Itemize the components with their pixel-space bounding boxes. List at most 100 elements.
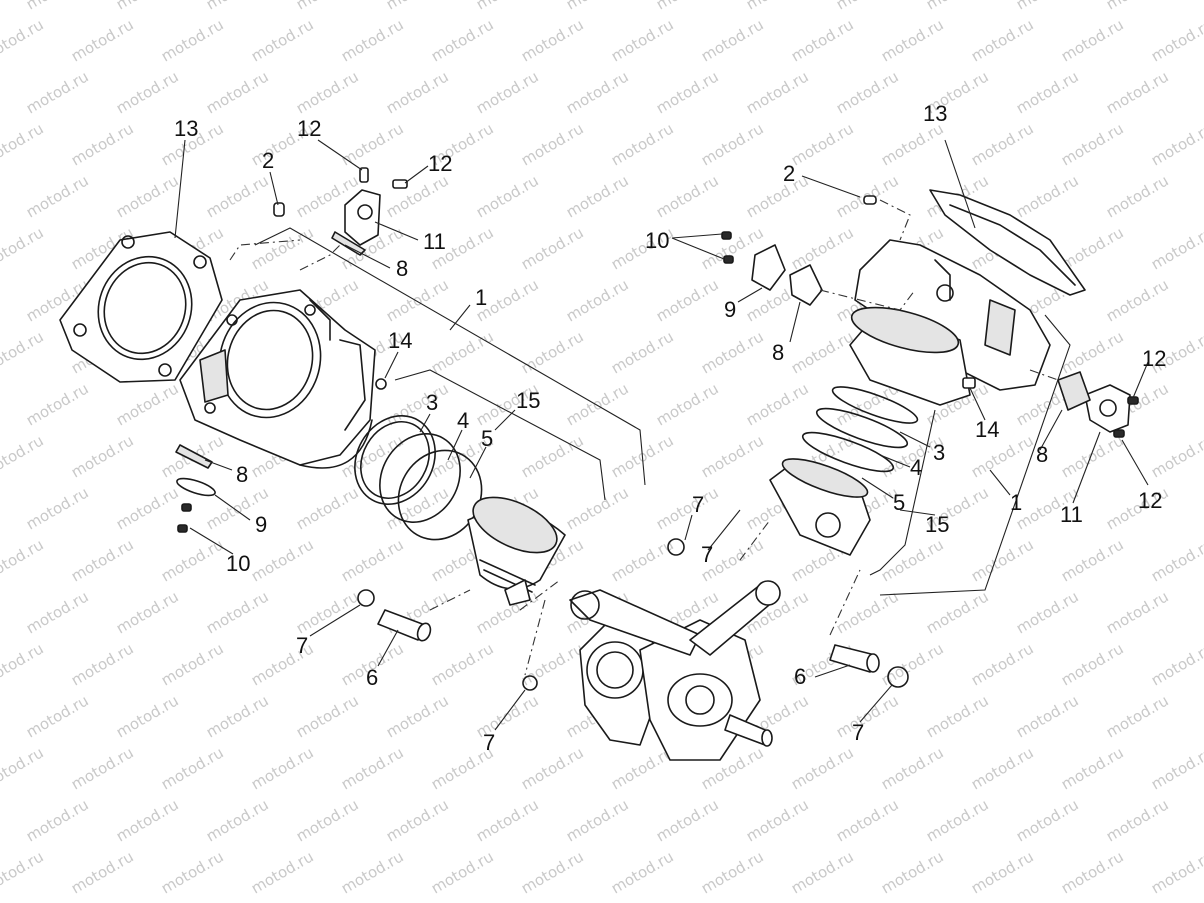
watermark-text: motod.ru [0,431,47,481]
watermark-text: motod.ru [743,0,812,13]
watermark-text: motod.ru [608,535,677,585]
watermark-text: motod.ru [1058,119,1127,169]
watermark-text: motod.ru [878,535,947,585]
watermark-text: motod.ru [113,171,182,221]
watermark-text: motod.ru [698,119,767,169]
callout-8-left-top: 8 [396,256,408,281]
watermark-text: motod.ru [68,119,137,169]
watermark-text: motod.ru [743,795,812,845]
watermark-text: motod.ru [698,15,767,65]
watermark-text: motod.ru [113,795,182,845]
watermark-text: motod.ru [0,0,2,13]
watermark-text: motod.ru [518,327,587,377]
watermark-text: motod.ru [518,119,587,169]
watermark-text: motod.ru [158,847,227,897]
watermark-text: motod.ru [293,795,362,845]
callout-12-left-b: 12 [428,151,452,176]
watermark-text: motod.ru [383,691,452,741]
watermark-text: motod.ru [968,743,1037,793]
circlip-right [887,666,909,688]
watermark-text: motod.ru [1148,119,1204,169]
bolts-right [721,231,734,264]
watermark-text: motod.ru [338,847,407,897]
watermark-text: motod.ru [248,15,317,65]
watermark-text: motod.ru [968,535,1037,585]
watermark-text: motod.ru [1058,639,1127,689]
piston-left [467,496,566,606]
watermark-text: motod.ru [0,379,2,429]
callout-5-left: 5 [481,426,493,451]
watermark-text: motod.ru [113,67,182,117]
callout-12-right-a: 12 [1142,346,1166,371]
watermark-text: motod.ru [608,327,677,377]
watermark-text: motod.ru [1058,535,1127,585]
watermark-text: motod.ru [1103,171,1172,221]
watermark-text: motod.ru [518,431,587,481]
watermark-text: motod.ru [23,691,92,741]
callout-3-left: 3 [426,390,438,415]
watermark-text: motod.ru [0,119,47,169]
watermark-text: motod.ru [428,847,497,897]
watermark-text: motod.ru [788,743,857,793]
head-gasket-right [929,189,1086,296]
watermark-text: motod.ru [518,639,587,689]
watermark-text: motod.ru [248,743,317,793]
watermark-text: motod.ru [923,0,992,13]
watermark-text: motod.ru [23,795,92,845]
watermark-text: motod.ru [0,691,2,741]
watermark-text: motod.ru [0,67,2,117]
watermark-text: motod.ru [1148,15,1204,65]
watermark-text: motod.ru [833,691,902,741]
callout-9-right: 9 [724,297,736,322]
callout-3-right: 3 [933,440,945,465]
watermark-text: motod.ru [1013,691,1082,741]
watermark-text: motod.ru [338,743,407,793]
watermark-text: motod.ru [968,119,1037,169]
watermark-text: motod.ru [203,67,272,117]
watermark-text: motod.ru [1013,587,1082,637]
watermark-text: motod.ru [1103,587,1172,637]
circlip-left-a [357,589,375,607]
piston-right [769,458,871,556]
watermark-text: motod.ru [878,15,947,65]
watermark-text: motod.ru [68,15,137,65]
watermark-text: motod.ru [1148,223,1204,273]
watermark-text: motod.ru [1148,847,1204,897]
watermark-text: motod.ru [113,483,182,533]
watermark-text: motod.ru [0,223,47,273]
watermark-text: motod.ru [563,171,632,221]
pin-right [863,195,877,205]
watermark-text: motod.ru [878,743,947,793]
head-gasket-left [59,231,223,383]
watermark-text: motod.ru [23,171,92,221]
watermark-text: motod.ru [0,587,2,637]
watermark-text: motod.ru [113,587,182,637]
watermark-text: motod.ru [1103,67,1172,117]
watermark-text: motod.ru [428,15,497,65]
watermark-text: motod.ru [1148,639,1204,689]
watermark-text: motod.ru [788,847,857,897]
chain-tensioner-left [344,167,408,246]
watermark-text: motod.ru [698,847,767,897]
watermark-text: motod.ru [68,535,137,585]
watermark-text: motod.ru [653,795,722,845]
watermark-text: motod.ru [0,847,47,897]
callout-8-left-bottom: 8 [236,462,248,487]
watermark-text: motod.ru [428,327,497,377]
piston-pin-left [377,609,432,642]
watermark-text: motod.ru [833,67,902,117]
chain-tensioner-right [1057,371,1139,438]
watermark-text: motod.ru [563,0,632,13]
cover-gasket-right [789,264,823,306]
callout-6-left: 6 [366,665,378,690]
callout-6-right: 6 [794,664,806,689]
watermark-text: motod.ru [383,0,452,13]
watermark-text: motod.ru [293,691,362,741]
watermark-text: motod.ru [878,119,947,169]
callout-5-right: 5 [893,490,905,515]
callout-4-right: 4 [910,455,922,480]
watermark-text: motod.ru [248,223,317,273]
watermark-text: motod.ru [113,379,182,429]
watermark-text: motod.ru [1058,847,1127,897]
watermark-text: motod.ru [1103,275,1172,325]
